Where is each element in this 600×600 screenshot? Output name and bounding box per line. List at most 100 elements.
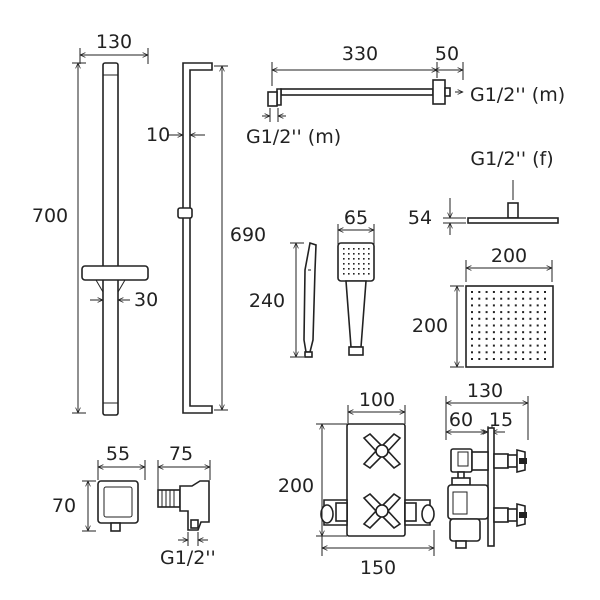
nozzle-dot bbox=[500, 297, 503, 300]
shower-head-side bbox=[467, 180, 559, 224]
nozzle-dot bbox=[471, 344, 473, 347]
nozzle-dot bbox=[492, 304, 495, 307]
valve-depth-b-label: 15 bbox=[489, 409, 513, 431]
valve-depth-a-label: 60 bbox=[449, 409, 473, 431]
nozzle-dot bbox=[507, 344, 510, 347]
handset-nozzle-dot bbox=[348, 253, 350, 255]
head-width-label: 200 bbox=[491, 245, 527, 267]
nozzle-dot bbox=[478, 351, 481, 354]
nozzle-dot bbox=[522, 337, 525, 340]
shower-arm bbox=[267, 79, 451, 107]
handset-nozzle-dot bbox=[363, 273, 365, 275]
handset-nozzle-dot bbox=[353, 253, 355, 255]
handset-nozzle-dot bbox=[343, 248, 345, 250]
nozzle-dot bbox=[514, 331, 517, 334]
nozzle-dot bbox=[492, 311, 495, 314]
nozzle-dot bbox=[492, 351, 495, 354]
nozzle-dot bbox=[500, 351, 503, 354]
nozzle-dot bbox=[529, 358, 532, 360]
nozzle-dot bbox=[478, 358, 481, 360]
lower-cross-handle bbox=[362, 492, 402, 530]
nozzle-dot bbox=[478, 337, 481, 340]
nozzle-dot bbox=[529, 311, 532, 314]
handset-nozzle-dot bbox=[363, 263, 365, 265]
valve-side bbox=[447, 427, 527, 549]
nozzle-dot bbox=[478, 311, 481, 314]
nozzle-dot bbox=[485, 344, 488, 347]
handset-nozzle-dot bbox=[353, 268, 355, 270]
nozzle-dot bbox=[485, 337, 488, 340]
nozzle-dot bbox=[485, 351, 488, 354]
nozzle-dot bbox=[507, 358, 510, 360]
arm-thread-in-label: G1/2'' (m) bbox=[246, 126, 341, 148]
nozzle-dot bbox=[478, 304, 481, 307]
nozzle-dot bbox=[514, 304, 517, 307]
handset-nozzle-dot bbox=[358, 248, 360, 250]
nozzle-dot bbox=[507, 311, 510, 314]
nozzle-dot bbox=[478, 297, 481, 300]
sliding-rail-front bbox=[81, 62, 149, 416]
nozzle-dot bbox=[522, 351, 525, 354]
nozzle-dot bbox=[485, 291, 488, 293]
nozzle-dot bbox=[471, 324, 473, 327]
nozzle-dot bbox=[492, 324, 495, 327]
valve-front bbox=[320, 423, 435, 537]
handset-nozzle-dot bbox=[363, 268, 365, 270]
nozzle-dot bbox=[478, 317, 481, 320]
nozzle-dot bbox=[492, 317, 495, 320]
handset-nozzle-dot bbox=[358, 273, 360, 275]
nozzle-dot bbox=[522, 304, 525, 307]
nozzle-dot bbox=[536, 297, 539, 300]
nozzle-dot bbox=[492, 291, 495, 293]
nozzle-dot bbox=[544, 331, 546, 334]
nozzle-dot bbox=[536, 331, 539, 334]
handset-nozzle-dot bbox=[348, 258, 350, 260]
handset-width-label: 65 bbox=[344, 207, 368, 229]
nozzle-dot bbox=[529, 297, 532, 300]
nozzle-dot bbox=[507, 324, 510, 327]
wall-outlet-front bbox=[97, 480, 139, 532]
nozzle-dot bbox=[492, 297, 495, 300]
nozzle-dot bbox=[529, 324, 532, 327]
nozzle-dot bbox=[529, 337, 532, 340]
handset-nozzle-dot bbox=[353, 248, 355, 250]
nozzle-dot bbox=[500, 311, 503, 314]
nozzle-dot bbox=[500, 337, 503, 340]
nozzle-dot bbox=[514, 291, 517, 293]
wall-outlet-elbow bbox=[157, 480, 210, 531]
handset-nozzle-dot bbox=[348, 273, 350, 275]
nozzle-dot bbox=[507, 317, 510, 320]
nozzle-dot bbox=[507, 291, 510, 293]
outlet-width-label: 55 bbox=[106, 443, 130, 465]
nozzle-dot bbox=[478, 344, 481, 347]
nozzle-dot bbox=[471, 311, 473, 314]
nozzle-dot bbox=[478, 324, 481, 327]
nozzle-dot bbox=[485, 304, 488, 307]
nozzle-dot bbox=[536, 291, 539, 293]
nozzle-dot bbox=[500, 324, 503, 327]
nozzle-dot bbox=[507, 297, 510, 300]
nozzle-dot bbox=[485, 324, 488, 327]
elbow-width-label: 75 bbox=[169, 443, 193, 465]
nozzle-dot bbox=[536, 311, 539, 314]
nozzle-dot bbox=[529, 304, 532, 307]
nozzle-dot bbox=[507, 337, 510, 340]
handset-nozzle-dot bbox=[348, 248, 350, 250]
handset-nozzle-dot bbox=[343, 268, 345, 270]
nozzle-dot bbox=[522, 358, 525, 360]
handset-nozzle-dot bbox=[343, 258, 345, 260]
handset-length-label: 240 bbox=[249, 290, 285, 312]
nozzle-dot bbox=[485, 358, 488, 360]
nozzle-dot bbox=[492, 331, 495, 334]
nozzle-dot bbox=[514, 311, 517, 314]
nozzle-dot bbox=[536, 351, 539, 354]
valve-depth-label: 130 bbox=[467, 380, 503, 402]
nozzle-dot bbox=[544, 311, 546, 314]
nozzle-dot bbox=[544, 337, 546, 340]
nozzle-dot bbox=[529, 317, 532, 320]
nozzle-dot bbox=[514, 297, 517, 300]
nozzle-dot bbox=[500, 304, 503, 307]
rail-width-label: 130 bbox=[96, 31, 132, 53]
